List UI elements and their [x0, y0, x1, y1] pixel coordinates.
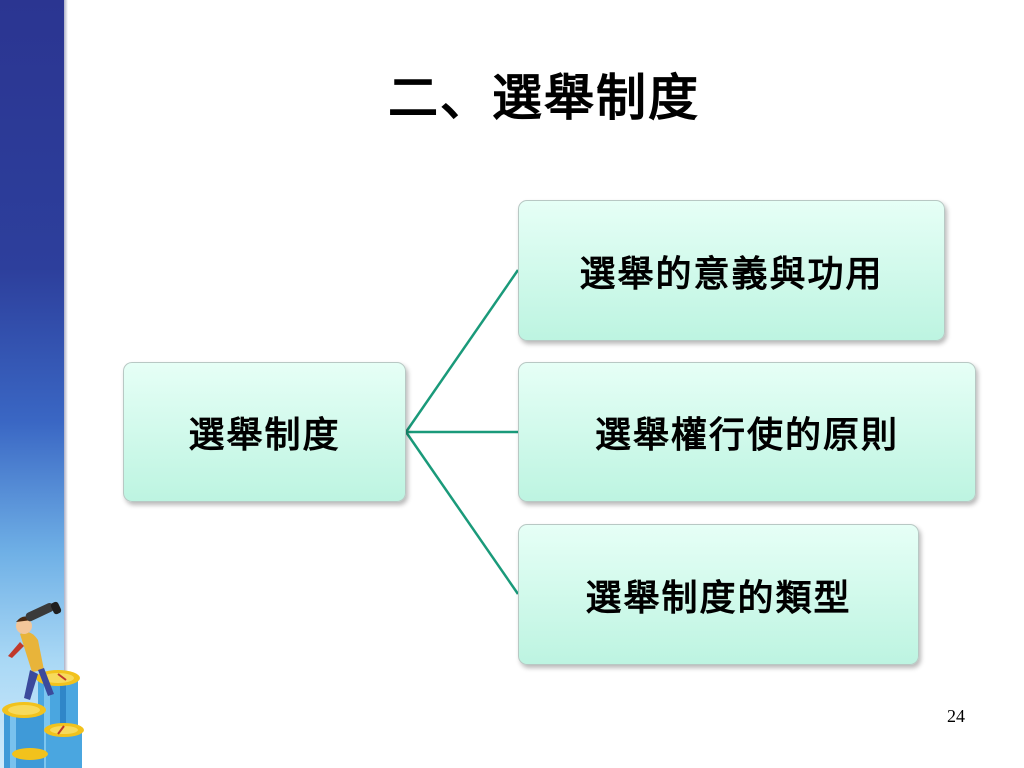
coin-stack-icon	[2, 670, 84, 768]
diagram-child-node-system-types: 選舉制度的類型	[518, 524, 919, 665]
slide-title: 二、選舉制度	[388, 68, 700, 127]
connector-line-root-to-child-1	[404, 269, 520, 433]
person-icon	[8, 601, 62, 700]
child-node-label: 選舉的意義與功用	[579, 252, 884, 295]
child-node-label: 選舉權行使的原則	[594, 414, 899, 456]
root-node-label: 選舉制度	[188, 414, 341, 456]
child-node-label: 選舉制度的類型	[585, 576, 852, 619]
diagram-child-node-voting-principles: 選舉權行使的原則	[518, 362, 976, 502]
diagram-root-node: 選舉制度	[123, 362, 406, 502]
connector-line-root-to-child-3	[404, 431, 520, 595]
telescope-person-illustration-icon	[2, 601, 84, 768]
diagram-child-node-meaning-function: 選舉的意義與功用	[518, 200, 945, 341]
side-bar-shadow	[64, 0, 68, 768]
page-number: 24	[947, 706, 965, 726]
